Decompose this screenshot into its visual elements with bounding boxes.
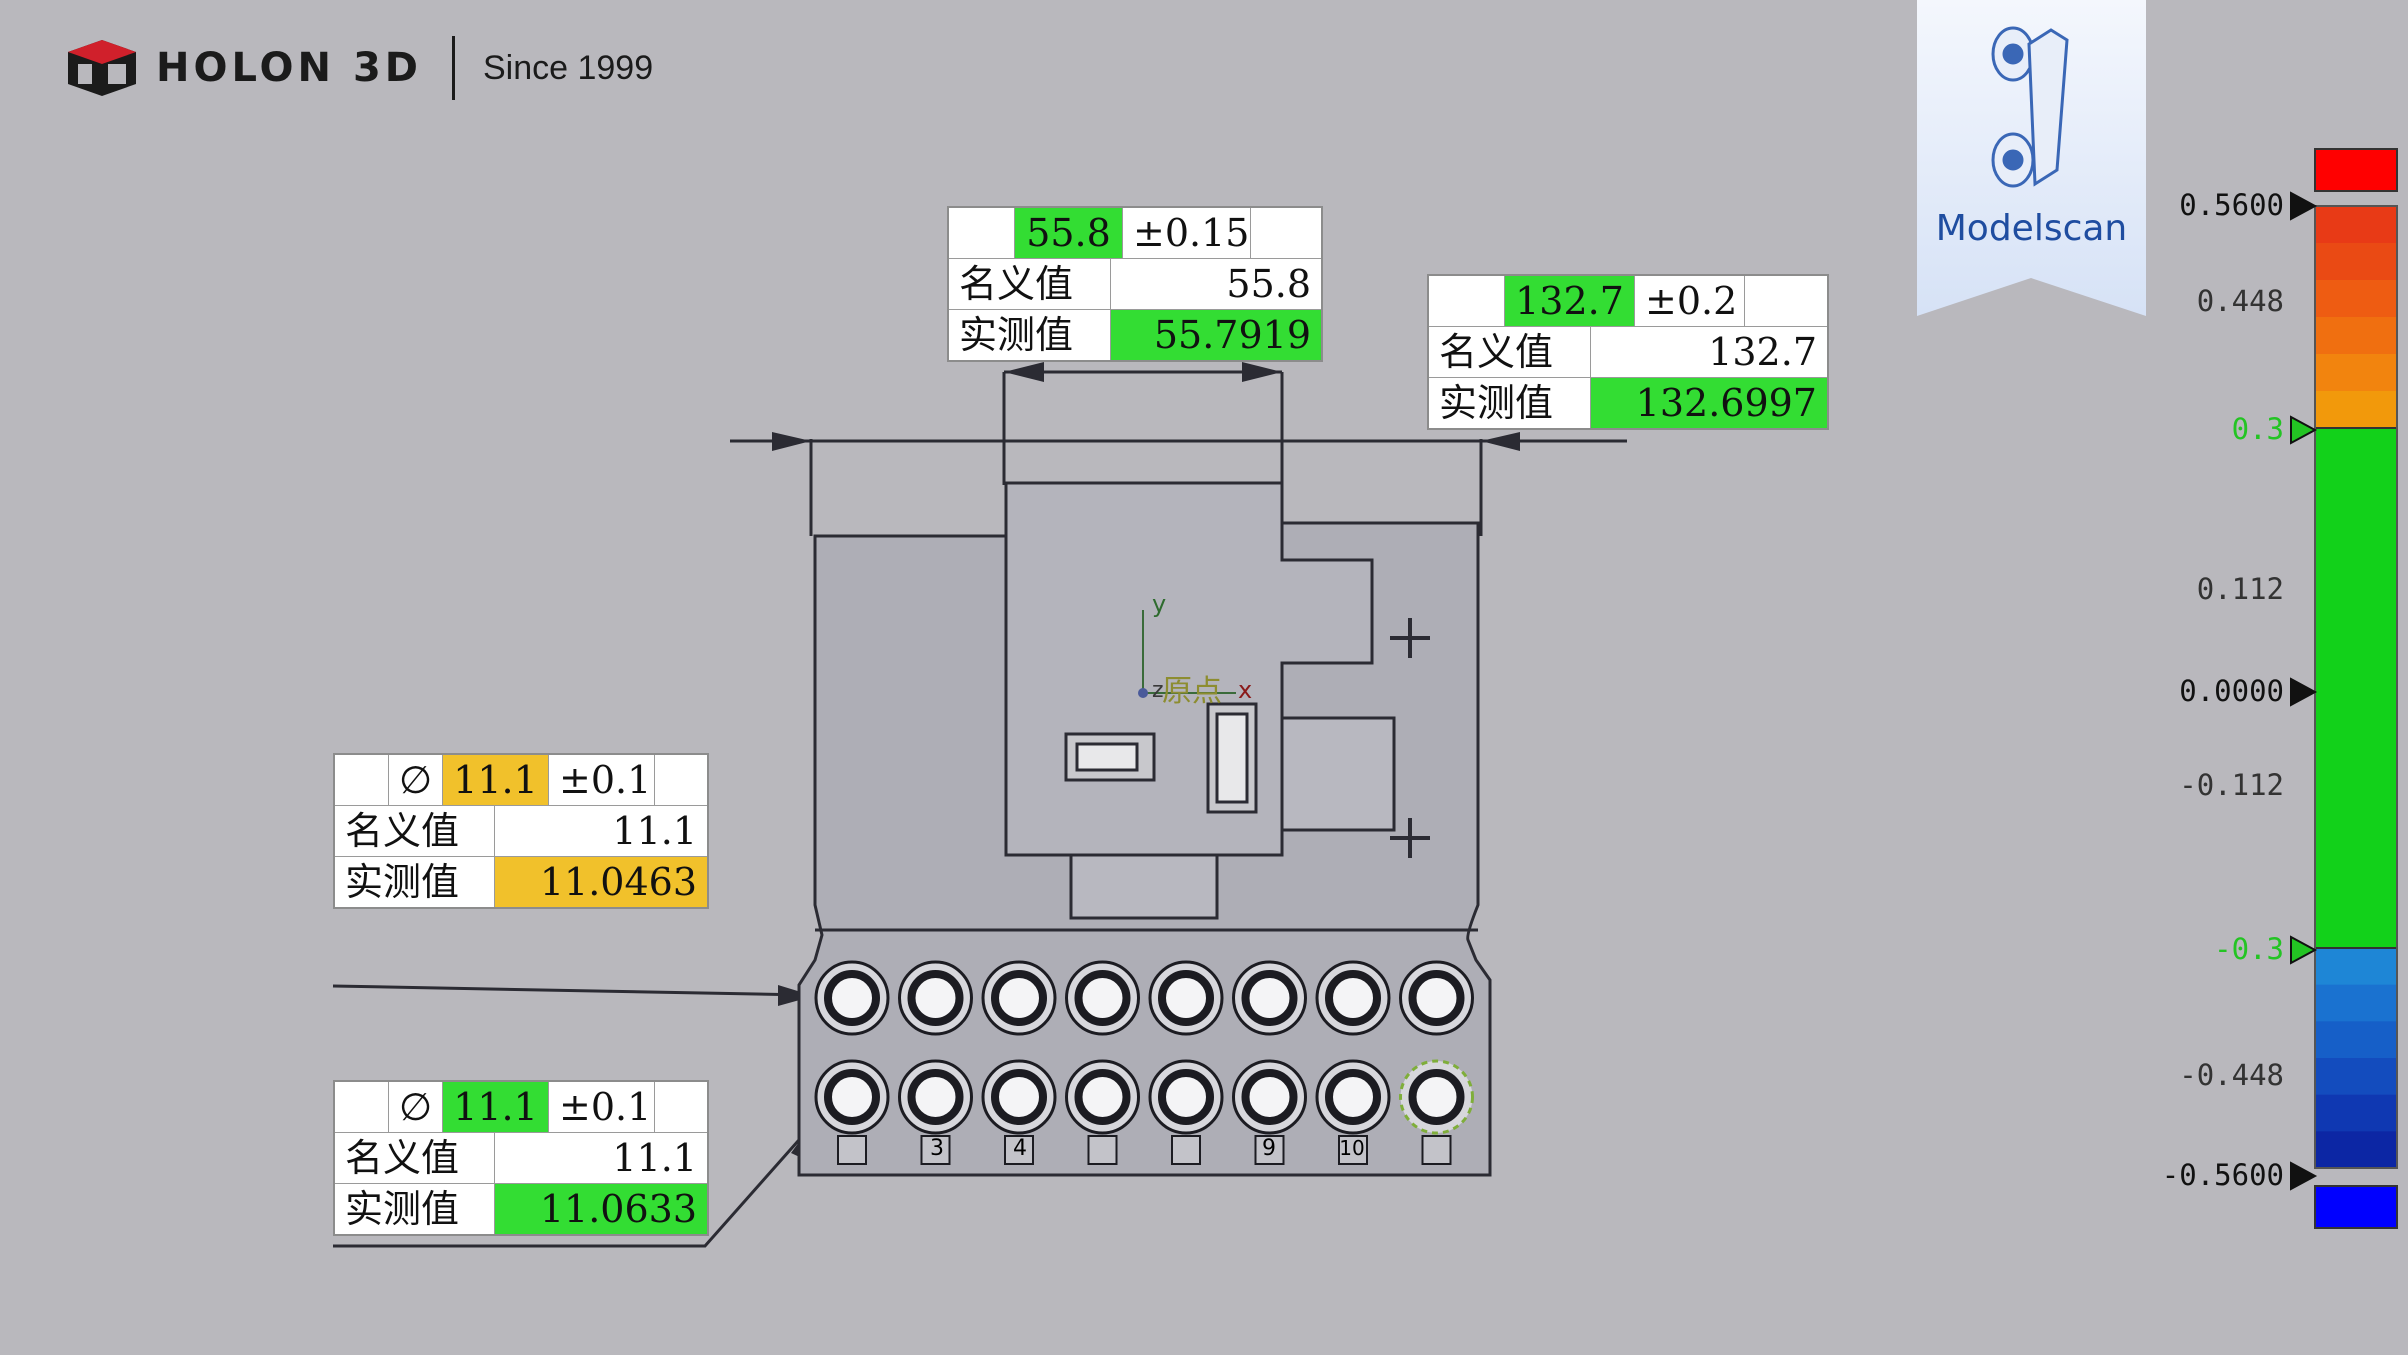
slot-box bbox=[1421, 1135, 1452, 1165]
axis-x-label: x bbox=[1238, 676, 1253, 704]
hole-inner-ring bbox=[1074, 1069, 1131, 1125]
scale-label: 0.5600 bbox=[2179, 188, 2284, 222]
scale-label: -0.112 bbox=[2179, 768, 2284, 802]
hole-inner-ring bbox=[1408, 1069, 1465, 1125]
hole-inner-ring bbox=[907, 1069, 964, 1125]
measured-label: 实测值 bbox=[335, 1184, 495, 1234]
origin-label: 原点 bbox=[1162, 674, 1222, 709]
scale-label: 0.112 bbox=[2196, 572, 2284, 606]
nominal-value: 11.1 bbox=[612, 809, 697, 853]
nominal-label: 名义值 bbox=[949, 259, 1111, 309]
modelscan-label: Modelscan bbox=[1935, 208, 2128, 249]
tolerance: ±0.15 bbox=[1123, 208, 1251, 258]
callout-width-dimension[interactable]: 132.7 ±0.2 名义值 132.7 实测值 132.6997 bbox=[1427, 274, 1829, 430]
nominal-value: 55.8 bbox=[1226, 262, 1311, 306]
holon-logo-icon bbox=[68, 40, 136, 96]
hole-inner-ring bbox=[1408, 970, 1465, 1026]
callout-top-dimension[interactable]: 55.8 ±0.15 名义值 55.8 实测值 55.7919 bbox=[947, 206, 1323, 362]
nominal-label: 名义值 bbox=[335, 806, 495, 856]
measured-label: 实测值 bbox=[335, 857, 495, 907]
brand-divider bbox=[451, 36, 455, 100]
brand-header: HOLON 3D Since 1999 bbox=[62, 30, 653, 106]
callout-hole-diameter-upper[interactable]: ∅ 11.1 ±0.1 名义值 11.1 实测值 11.0463 bbox=[333, 753, 709, 909]
hole-inner-ring bbox=[824, 970, 880, 1026]
nominal-chip: 55.8 bbox=[1015, 208, 1123, 258]
diameter-symbol: ∅ bbox=[389, 1082, 443, 1132]
slot-number-4: 4 bbox=[1013, 1136, 1027, 1161]
slot-number-10: 10 bbox=[1339, 1136, 1365, 1160]
hole-inner-ring bbox=[1241, 970, 1298, 1026]
brand-since: Since 1999 bbox=[482, 48, 654, 87]
measured-value: 55.7919 bbox=[1111, 310, 1321, 360]
hole-inner-ring bbox=[1241, 1069, 1298, 1125]
slot-box bbox=[1171, 1135, 1201, 1165]
nominal-label: 名义值 bbox=[1429, 327, 1591, 377]
hole-inner-ring bbox=[1325, 970, 1381, 1026]
hole-inner-ring bbox=[1158, 1069, 1214, 1125]
slot-box bbox=[920, 1135, 951, 1165]
nominal-chip: 132.7 bbox=[1505, 276, 1635, 326]
scanner-device-icon bbox=[1991, 26, 2069, 188]
hole-inner-ring bbox=[907, 970, 964, 1026]
measured-label: 实测值 bbox=[949, 310, 1111, 360]
slot-number-9: 9 bbox=[1262, 1136, 1276, 1161]
slot-box bbox=[1087, 1135, 1118, 1165]
scale-label: 0.3 bbox=[2231, 412, 2284, 446]
modelscan-badge: Modelscan bbox=[1917, 0, 2146, 316]
slot-box bbox=[1004, 1135, 1034, 1165]
scale-label: -0.3 bbox=[2214, 932, 2284, 966]
nominal-value: 11.1 bbox=[612, 1136, 697, 1180]
measured-label: 实测值 bbox=[1429, 378, 1591, 428]
hole-inner-ring bbox=[991, 970, 1047, 1026]
slot-box bbox=[1338, 1135, 1368, 1165]
hole-inner-ring bbox=[824, 1069, 880, 1125]
scale-label: -0.5600 bbox=[2161, 1158, 2284, 1192]
nominal-chip: 11.1 bbox=[443, 1082, 549, 1132]
nominal-chip: 11.1 bbox=[443, 755, 549, 805]
hole-inner-ring bbox=[991, 1069, 1047, 1125]
callout-hole-diameter-lower[interactable]: ∅ 11.1 ±0.1 名义值 11.1 实测值 11.0633 bbox=[333, 1080, 709, 1236]
nominal-value: 132.7 bbox=[1708, 330, 1817, 374]
axis-z-label: z bbox=[1152, 678, 1164, 703]
hole-inner-ring bbox=[1074, 970, 1131, 1026]
slot-box bbox=[837, 1135, 867, 1165]
scale-label: -0.448 bbox=[2179, 1058, 2284, 1092]
scale-label: 0.448 bbox=[2196, 284, 2284, 318]
nominal-label: 名义值 bbox=[335, 1133, 495, 1183]
measured-value: 11.0463 bbox=[495, 857, 707, 907]
brand-logo-text: HOLON 3D bbox=[156, 45, 422, 91]
diameter-symbol: ∅ bbox=[389, 755, 443, 805]
measured-value: 11.0633 bbox=[495, 1184, 707, 1234]
slot-number-3: 3 bbox=[930, 1136, 944, 1161]
hole-inner-ring bbox=[1325, 1069, 1381, 1125]
tolerance: ±0.2 bbox=[1635, 276, 1745, 326]
tolerance: ±0.1 bbox=[549, 755, 655, 805]
axis-y-label: y bbox=[1152, 590, 1167, 618]
measured-value: 132.6997 bbox=[1591, 378, 1827, 428]
scale-label: 0.0000 bbox=[2179, 674, 2284, 708]
slot-box bbox=[1254, 1135, 1285, 1165]
hole-inner-ring bbox=[1158, 970, 1214, 1026]
tolerance: ±0.1 bbox=[549, 1082, 655, 1132]
